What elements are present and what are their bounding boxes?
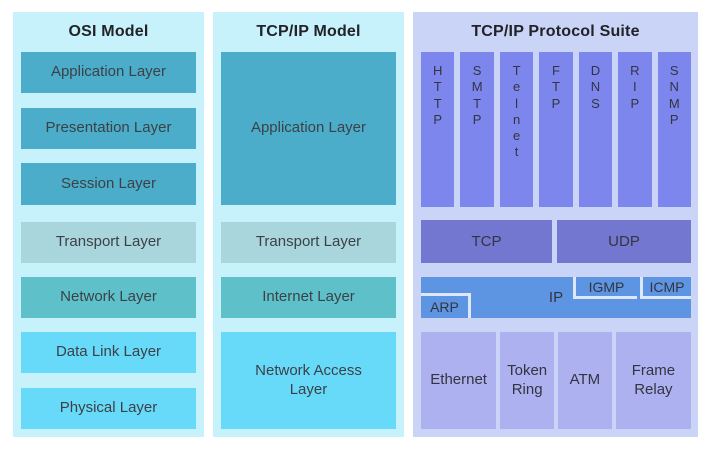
osi-model-panel: OSI Model Application Layer Presentation… xyxy=(13,12,204,437)
tcpip-model-title: TCP/IP Model xyxy=(256,23,361,40)
protocol-bar-ftp: F T P xyxy=(539,52,573,207)
protocol-bar-snmp: S N M P xyxy=(657,52,691,207)
protocol-bar-rip: R I P xyxy=(618,52,652,207)
protocol-bar-smtp: S M T P xyxy=(460,52,494,207)
osi-layer-network: Network Layer xyxy=(21,277,196,318)
link-box-token-ring: Token Ring xyxy=(500,332,554,429)
osi-layer-transport: Transport Layer xyxy=(21,222,196,263)
link-technologies-row: Ethernet Token Ring ATM Frame Relay xyxy=(421,332,691,429)
osi-layer-physical: Physical Layer xyxy=(21,388,196,429)
protocol-bar-dns: D N S xyxy=(578,52,613,207)
tcpip-layer-internet: Internet Layer xyxy=(221,277,396,318)
osi-layer-data-link: Data Link Layer xyxy=(21,332,196,373)
application-protocols-row: H T T P S M T P T e l n e t F T P D N S … xyxy=(421,52,691,207)
tcpip-layer-transport: Transport Layer xyxy=(221,222,396,263)
osi-layer-presentation: Presentation Layer xyxy=(21,108,196,149)
protocol-suite-panel: TCP/IP Protocol Suite H T T P S M T P T … xyxy=(413,12,698,437)
link-box-atm: ATM xyxy=(558,332,612,429)
osi-model-title: OSI Model xyxy=(68,23,149,40)
protocol-suite-title: TCP/IP Protocol Suite xyxy=(471,23,640,40)
arp-box: ARP xyxy=(421,293,471,318)
tcpip-layer-application: Application Layer xyxy=(221,52,396,205)
ip-band: IP IGMP ICMP ARP xyxy=(421,277,691,318)
osi-layer-application: Application Layer xyxy=(21,52,196,93)
osi-layer-session: Session Layer xyxy=(21,163,196,205)
link-box-ethernet: Ethernet xyxy=(421,332,497,429)
udp-box: UDP xyxy=(557,220,691,263)
tcpip-model-panel: TCP/IP Model Application Layer Transport… xyxy=(213,12,404,437)
tcpip-layer-network-access: Network Access Layer xyxy=(221,332,396,429)
transport-protocols-row: TCP UDP xyxy=(421,220,691,263)
icmp-box: ICMP xyxy=(640,277,691,299)
protocol-bar-http: H T T P xyxy=(421,52,455,207)
tcp-box: TCP xyxy=(421,220,552,263)
igmp-box: IGMP xyxy=(573,277,637,299)
link-box-frame-relay: Frame Relay xyxy=(615,332,691,429)
protocol-bar-telnet: T e l n e t xyxy=(499,52,534,207)
ip-label: IP xyxy=(548,289,564,306)
